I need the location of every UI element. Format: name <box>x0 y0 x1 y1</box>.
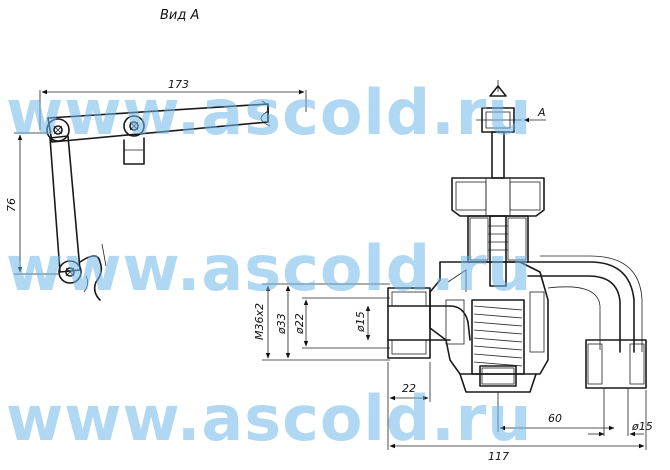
lever-pivot-bottom <box>58 260 82 284</box>
lever-length-label: 173 <box>168 78 189 91</box>
watermark-middle: www.ascold.ru <box>6 232 532 305</box>
break-line <box>260 100 271 127</box>
stem-knob <box>489 85 507 97</box>
lever-pivot-top <box>46 118 70 142</box>
bottom-cap <box>479 365 517 387</box>
lever-link <box>49 135 81 273</box>
valve-spring <box>473 305 523 367</box>
outlet-nut <box>585 339 647 389</box>
dia-15-inlet-label: ø15 <box>354 311 367 333</box>
valve-dimensions: M36x2 ø33 ø22 ø15 22 60 ø15 117 <box>253 283 653 463</box>
lever-view: 173 76 <box>5 78 307 301</box>
watermark-top: www.ascold.ru <box>6 76 532 149</box>
thread-label: M36x2 <box>253 303 266 340</box>
dia-15-outlet-label: ø15 <box>631 420 653 433</box>
lever-break-bottom <box>79 255 103 301</box>
lever-pivot-mid <box>123 115 145 137</box>
stem-lower <box>489 215 507 287</box>
view-marker: A <box>537 106 546 119</box>
inlet-fitting <box>387 287 431 359</box>
lever-bracket <box>123 137 145 165</box>
outlet-elbow <box>527 261 635 353</box>
outlet-offset-label: 60 <box>548 412 562 425</box>
inlet-length-label: 22 <box>402 382 416 395</box>
dia-33-label: ø33 <box>275 313 288 335</box>
lever-height-label: 76 <box>5 198 18 212</box>
overall-length-label: 117 <box>488 450 509 463</box>
dia-22-label: ø22 <box>293 313 306 335</box>
seat-cartridge <box>471 299 525 375</box>
view-title: Вид А <box>160 8 199 23</box>
valve-section: A <box>387 80 647 436</box>
bonnet-nut <box>451 177 545 217</box>
watermark-bottom: www.ascold.ru <box>6 382 532 455</box>
watermarks: www.ascold.ru www.ascold.ru www.ascold.r… <box>6 76 532 455</box>
